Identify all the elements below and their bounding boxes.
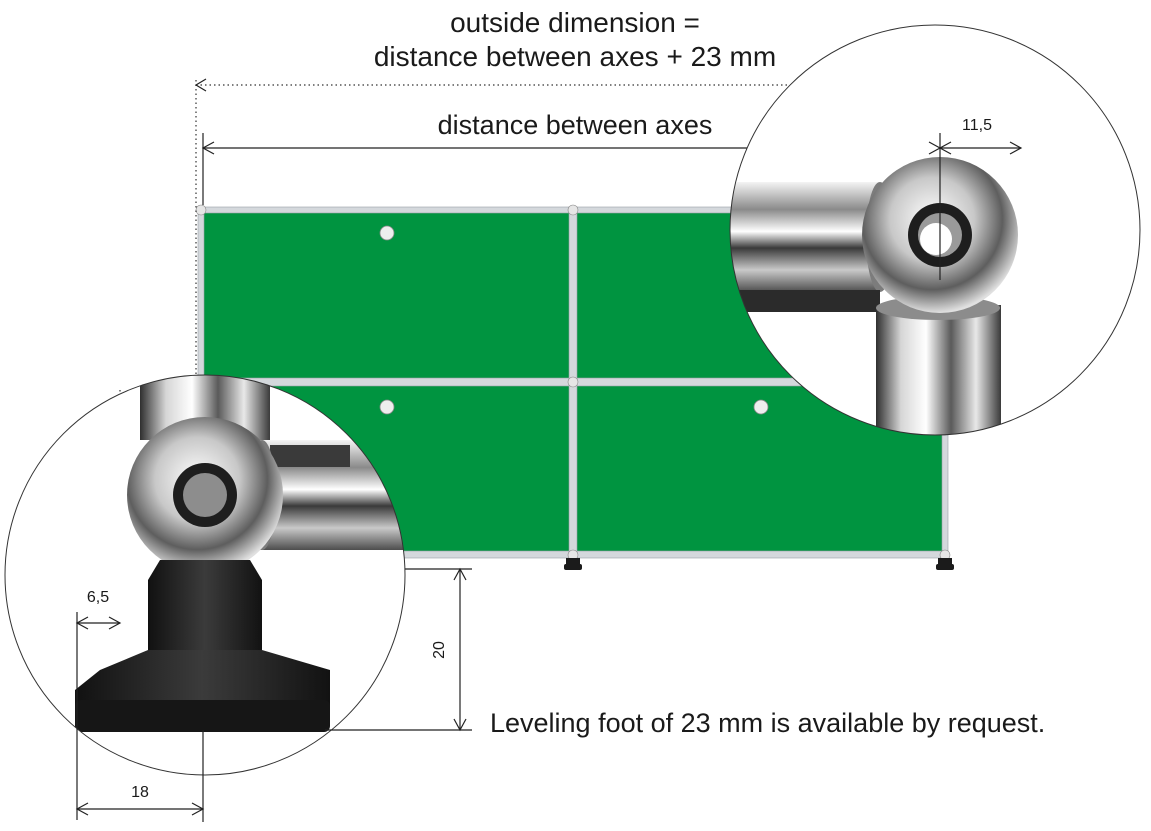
arrowhead <box>453 567 467 581</box>
connector-ball <box>567 204 579 216</box>
arrowhead <box>453 718 467 732</box>
outside-dimension-label-line2: distance between axes + 23 mm <box>374 41 776 72</box>
arrowhead <box>938 141 952 155</box>
magnifier-bottom-foot <box>4 374 406 776</box>
lock-icon <box>379 225 395 241</box>
foot-width-label: 18 <box>131 784 149 801</box>
connector-ball <box>567 376 579 388</box>
leveling-foot-note: Leveling foot of 23 mm is available by r… <box>490 708 1045 738</box>
leveling-foot-small <box>936 564 954 570</box>
panel-top-left <box>204 213 569 378</box>
arrowhead <box>108 616 122 630</box>
lock-icon <box>379 399 395 415</box>
offset-label-bottom: 6,5 <box>87 589 109 606</box>
axes-distance-label: distance between axes <box>438 110 713 140</box>
arrowhead <box>191 802 205 816</box>
lock-icon <box>753 399 769 415</box>
arrowhead <box>1009 141 1023 155</box>
arrowhead <box>75 802 89 816</box>
leveling-foot-small <box>566 558 580 564</box>
connector-ball <box>195 204 207 216</box>
leveling-foot-small <box>564 564 582 570</box>
arrowhead <box>201 141 215 155</box>
foot-height-label: 20 <box>431 641 448 659</box>
offset-label-top: 11,5 <box>962 117 992 134</box>
arrowhead <box>75 616 89 630</box>
arrowhead <box>194 78 207 92</box>
magnifier-top-connector <box>729 24 1141 436</box>
leveling-foot-small <box>938 558 952 564</box>
outside-dimension-label-line1: outside dimension = <box>450 7 700 38</box>
